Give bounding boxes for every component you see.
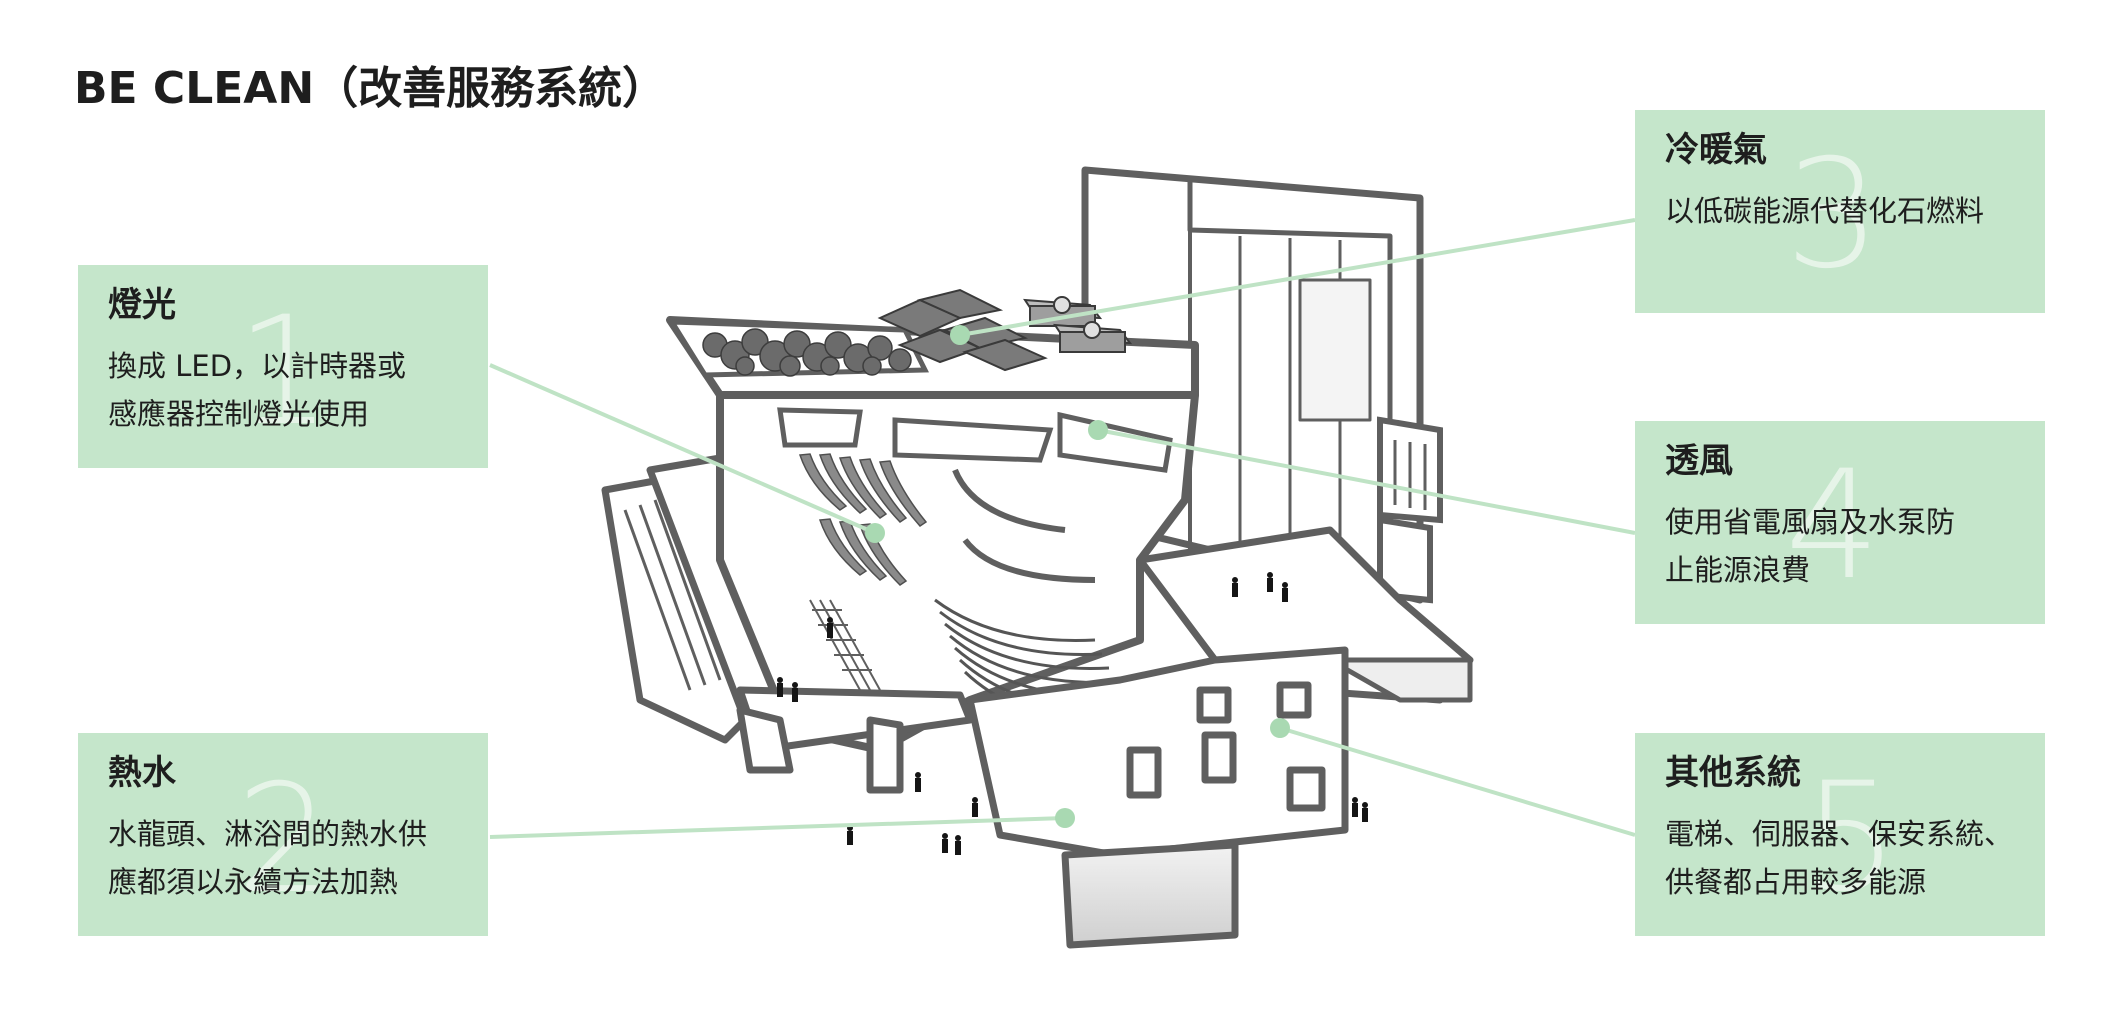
green-roof [667,319,929,378]
lighting-card: 1 燈光 換成 LED，以計時器或 感應器控制燈光使用 [78,265,488,468]
card-number: 4 [1785,439,1881,613]
leader-lines [489,218,1636,839]
balcony-curve-lower [962,538,1096,583]
card-heading: 熱水 [108,753,176,793]
card-line: 使用省電風扇及水泵防 [1665,505,1956,540]
card-line: 感應器控制燈光使用 [108,397,370,432]
side-balconies [1377,416,1443,604]
hotwater-card: 2 熱水 水龍頭、淋浴間的熱水供 應都須以永續方法加熱 [78,733,488,936]
card-line: 換成 LED，以計時器或 [108,349,407,384]
balcony-seating [798,453,928,586]
other-systems-card: 5 其他系統 電梯、伺服器、保安系統、 供餐都占用較多能源 [1635,733,2045,936]
underground-pit [1061,841,1239,949]
card-line: 電梯、伺服器、保安系統、 [1665,817,2014,852]
card-line: 應都須以永續方法加熱 [108,865,399,900]
ventilation-card: 4 透風 使用省電風扇及水泵防 止能源浪費 [1635,421,2045,624]
leader-dots [865,325,1290,828]
card-number: 5 [1803,751,1899,925]
card-heading: 透風 [1665,441,1733,481]
card-line: 水龍頭、淋浴間的熱水供 [108,817,428,852]
card-line: 供餐都占用較多能源 [1665,865,1927,900]
card-line: 以低碳能源代替化石燃料 [1665,194,1985,229]
card-heading: 燈光 [108,285,176,325]
hvac-units [1023,296,1133,353]
card-number: 3 [1785,128,1881,302]
hvac-card: 3 冷暖氣 以低碳能源代替化石燃料 [1635,110,2045,313]
page-title: BE CLEAN（改善服務系統） [74,63,667,114]
card-number: 2 [236,753,332,927]
card-heading: 冷暖氣 [1665,130,1767,170]
people-figures [777,572,1368,855]
foyer-wall [966,646,1349,859]
solar-panels [877,288,1048,372]
card-number: 1 [236,285,332,459]
balcony-curve [952,468,1066,533]
card-line: 止能源浪費 [1665,553,1811,588]
card-heading: 其他系統 [1665,753,1801,793]
staircase [809,599,881,691]
upper-slabs [777,407,1173,473]
entry-platform [736,686,974,794]
